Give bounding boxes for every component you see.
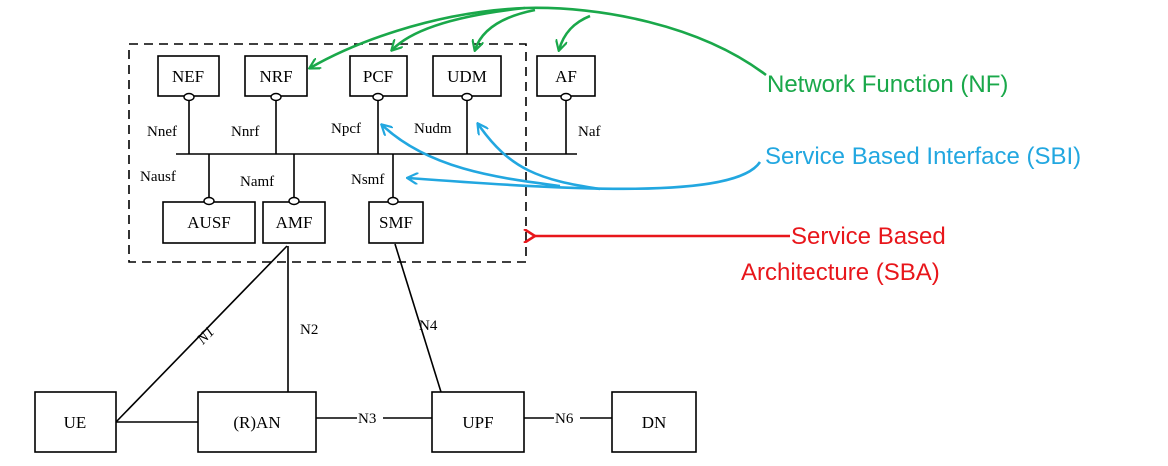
callout-sba-line1: Service Based	[791, 223, 946, 250]
callout-sbi: Service Based Interface (SBI)	[765, 143, 1081, 170]
svg-text:AUSF: AUSF	[187, 213, 230, 232]
svg-text:DN: DN	[642, 413, 667, 432]
iface-namf: Namf	[240, 174, 274, 190]
nf-arrow-to-udm	[475, 8, 536, 50]
n6-label-bg	[554, 409, 580, 425]
nef-port	[183, 92, 195, 102]
nf-amf: AMF	[262, 201, 326, 244]
nf-pcf: PCF	[349, 55, 408, 97]
nrf-port	[270, 92, 282, 102]
nf-arrow-to-nrf	[310, 6, 767, 77]
sbi-arrow-to-nudm	[478, 124, 601, 191]
iface-nnef: Nnef	[147, 124, 177, 140]
iface-nausf: Nausf	[140, 169, 176, 185]
callout-sba-line2: Architecture (SBA)	[741, 259, 940, 286]
ref-n3: N3	[358, 411, 376, 427]
svg-text:AMF: AMF	[276, 213, 313, 232]
svg-text:NRF: NRF	[259, 67, 292, 86]
sba-boundary	[128, 43, 527, 263]
sbi-arrow-to-npcf	[382, 125, 561, 188]
nf-arrow-to-af	[559, 14, 591, 50]
ref-n6: N6	[555, 411, 574, 427]
sbi-arrow-to-nsmf	[408, 161, 762, 191]
svg-text:AF: AF	[555, 67, 577, 86]
n4-link	[394, 243, 442, 393]
ausf-port	[203, 196, 215, 206]
svg-text:UDM: UDM	[447, 67, 487, 86]
nf-smf: SMF	[368, 201, 424, 244]
ref-n4: N4	[419, 318, 438, 334]
svg-text:PCF: PCF	[363, 67, 393, 86]
nf-udm: UDM	[432, 55, 502, 97]
node-dn: DN	[611, 391, 697, 453]
iface-npcf: Npcf	[331, 121, 361, 137]
nf-af: AF	[536, 55, 596, 97]
af-port	[560, 92, 572, 102]
ref-n1: N1	[194, 324, 218, 348]
amf-port	[288, 196, 300, 206]
n3-label-bg	[357, 409, 383, 425]
nf-arrow-to-pcf	[392, 6, 526, 50]
node-ran: (R)AN	[197, 391, 317, 453]
iface-nnrf: Nnrf	[231, 124, 259, 140]
pcf-port	[372, 92, 384, 102]
udm-port	[461, 92, 473, 102]
nf-nrf: NRF	[244, 55, 308, 97]
svg-text:(R)AN: (R)AN	[233, 413, 280, 432]
svg-text:UE: UE	[64, 413, 87, 432]
nf-nef: NEF	[157, 55, 220, 97]
iface-naf: Naf	[578, 124, 601, 140]
svg-text:NEF: NEF	[172, 67, 204, 86]
n1-link	[115, 245, 288, 423]
nf-ausf: AUSF	[162, 201, 256, 244]
callout-nf: Network Function (NF)	[767, 71, 1008, 98]
node-ue: UE	[34, 391, 117, 453]
iface-nsmf: Nsmf	[351, 172, 384, 188]
ref-n2: N2	[300, 322, 318, 338]
node-upf: UPF	[431, 391, 525, 453]
svg-text:SMF: SMF	[379, 213, 413, 232]
svg-text:UPF: UPF	[462, 413, 493, 432]
iface-nudm: Nudm	[414, 121, 452, 137]
smf-port	[387, 196, 399, 206]
